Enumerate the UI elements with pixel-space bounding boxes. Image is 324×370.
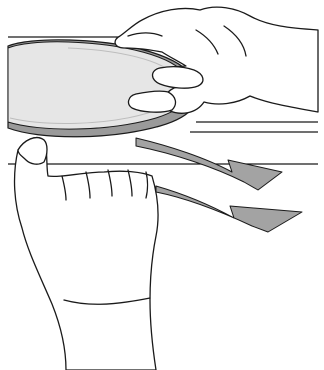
lower-hand — [15, 138, 159, 370]
arrow-lower — [156, 186, 302, 232]
motion-arrows — [136, 138, 302, 232]
upper-hand-finger-lower — [129, 91, 176, 112]
